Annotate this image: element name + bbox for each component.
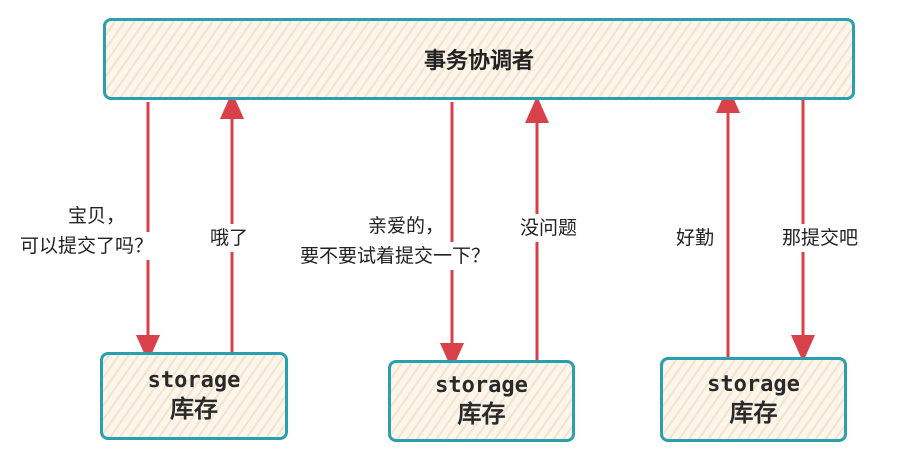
message-1-line2: 可以提交了吗？ [20,232,154,260]
storage-zh: 库存 [457,400,506,428]
message-1-line1: 宝贝， [68,202,126,230]
storage-zh: 库存 [170,395,218,423]
storage-en: storage [147,368,241,393]
storage-box-2: storage 库存 [388,360,575,442]
storage-en: storage [435,373,528,398]
storage-box-3: storage 库存 [660,357,847,442]
message-3-line2: 要不要试着提交一下？ [300,242,491,270]
message-4: 没问题 [520,214,578,242]
message-3-line1: 亲爱的， [368,212,445,240]
message-5: 好勤 [676,224,715,252]
storage-zh: 库存 [729,398,778,427]
storage-box-1: storage 库存 [100,352,288,440]
coordinator-label: 事务协调者 [423,49,534,74]
message-2: 哦了 [210,224,249,252]
storage-en: storage [707,371,800,397]
coordinator-box: 事务协调者 [103,18,855,100]
message-6: 那提交吧 [782,224,859,252]
